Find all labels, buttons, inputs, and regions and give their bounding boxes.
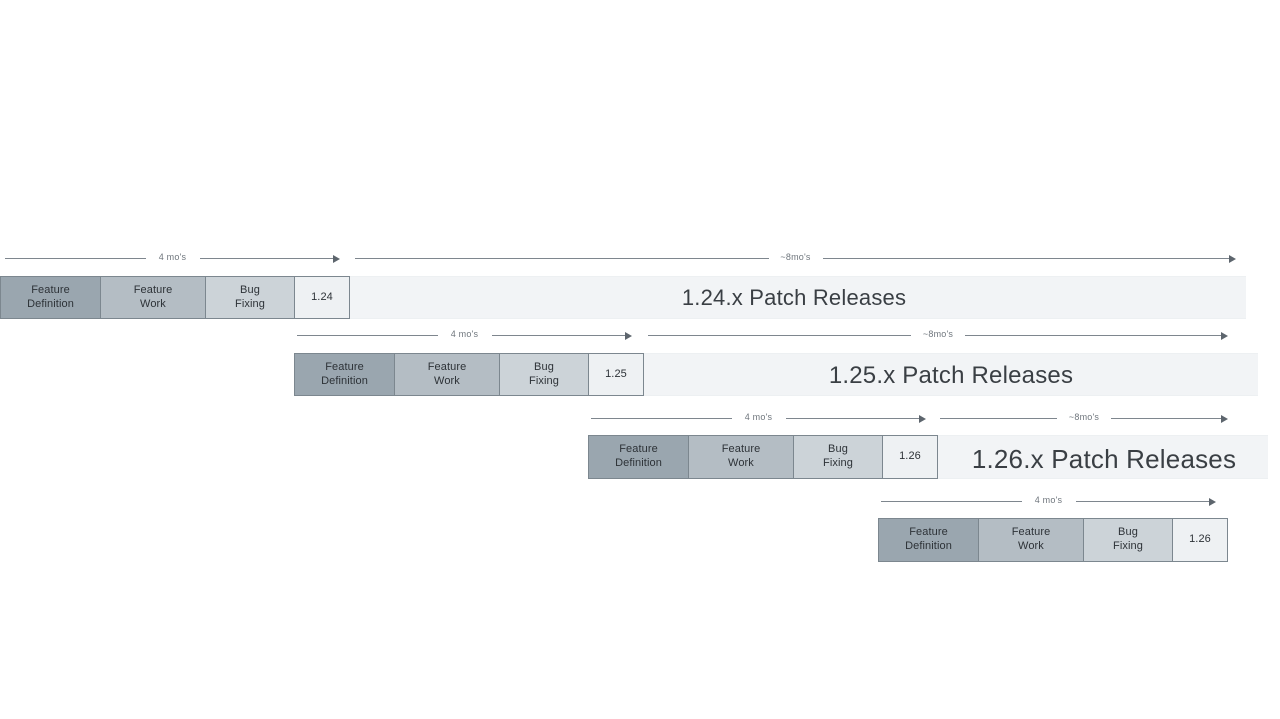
phase-box-label-line1: 1.26 bbox=[899, 450, 921, 463]
patch-duration-measure-1.26-line-left bbox=[940, 418, 1057, 419]
dev-duration-measure-1.25-line-left bbox=[297, 335, 438, 336]
phase-box-label-line1: Feature bbox=[325, 360, 364, 373]
phase-box-label-line1: Feature bbox=[909, 526, 948, 539]
patch-release-label-1.26: 1.26.x Patch Releases bbox=[971, 444, 1237, 474]
phase-box-label-line1: Feature bbox=[427, 360, 467, 373]
dev-duration-measure-1.24-label: 4 mo's bbox=[158, 252, 187, 262]
patch-duration-measure-1.24-line-left bbox=[355, 258, 769, 259]
dev-duration-measure-1.25-arrowhead-icon bbox=[625, 331, 632, 340]
patch-duration-measure-1.24: ~8mo's bbox=[355, 251, 1236, 267]
phase-box-label-line2: Fixing bbox=[1113, 540, 1143, 552]
patch-release-label-1.24: 1.24.x Patch Releases bbox=[681, 284, 907, 310]
phase-box-label-line1: Bug bbox=[240, 283, 260, 296]
phase-box-label-line2: Work bbox=[140, 297, 166, 310]
patch-duration-measure-1.26-arrowhead-icon bbox=[1221, 414, 1228, 423]
dev-duration-measure-1.26-label: 4 mo's bbox=[744, 412, 773, 422]
dev-duration-measure-1.26-line-left bbox=[881, 501, 1022, 502]
dev-duration-measure-1.25: 4 mo's bbox=[297, 328, 632, 344]
phase-box-version-1.24[interactable]: 1.24 bbox=[294, 276, 350, 319]
patch-duration-measure-1.26-label: ~8mo's bbox=[1068, 412, 1100, 422]
phase-box-label-line1: Feature bbox=[31, 283, 70, 296]
phase-box-label-line2: Definition bbox=[27, 297, 74, 310]
phase-box-label-line1: Bug bbox=[1118, 526, 1138, 539]
phase-box-label-line1: Feature bbox=[1011, 526, 1051, 539]
patch-duration-measure-1.24-arrowhead-icon bbox=[1229, 254, 1236, 263]
phase-box-label-line1: 1.24 bbox=[311, 290, 333, 303]
dev-duration-measure-1.26-line-right bbox=[785, 418, 919, 419]
dev-duration-measure-1.24: 4 mo's bbox=[5, 251, 340, 267]
patch-duration-measure-1.24-line-right bbox=[822, 258, 1229, 259]
dev-duration-measure-1.26-arrowhead-icon bbox=[919, 414, 926, 423]
dev-duration-measure-1.24-line-right bbox=[199, 258, 333, 259]
patch-duration-measure-1.25-line-right bbox=[965, 335, 1221, 336]
patch-duration-measure-1.25-line-left bbox=[648, 335, 911, 336]
dev-duration-measure-1.24-line-left bbox=[5, 258, 146, 259]
phase-box-label-line2: Fixing bbox=[529, 374, 559, 387]
patch-duration-measure-1.26: ~8mo's bbox=[940, 411, 1228, 427]
phase-box-label-line2: Definition bbox=[905, 540, 952, 552]
phase-box-label-line1: Feature bbox=[721, 443, 761, 456]
phase-box-label-line2: Work bbox=[728, 457, 754, 469]
dev-duration-measure-1.26-line-right bbox=[1075, 501, 1209, 502]
phase-box-label-line1: 1.25 bbox=[605, 367, 627, 380]
patch-release-label-1.25: 1.25.x Patch Releases bbox=[828, 361, 1074, 389]
phase-box-version-1.26[interactable]: 1.26 bbox=[1172, 518, 1228, 562]
phase-box-label-line1: Bug bbox=[828, 443, 848, 456]
phase-box-version-1.25[interactable]: 1.25 bbox=[588, 353, 644, 396]
phase-box-label-line2: Definition bbox=[321, 374, 368, 387]
dev-duration-measure-1.24-arrowhead-icon bbox=[333, 254, 340, 263]
phase-box-label-line1: Feature bbox=[133, 283, 173, 296]
patch-duration-measure-1.25-label: ~8mo's bbox=[922, 329, 954, 339]
phase-box-label-line2: Fixing bbox=[823, 457, 853, 469]
phase-box-label-line1: Feature bbox=[619, 443, 658, 456]
phase-box-label-line2: Work bbox=[434, 374, 460, 387]
dev-duration-measure-1.26-label: 4 mo's bbox=[1034, 495, 1063, 505]
patch-duration-measure-1.25: ~8mo's bbox=[648, 328, 1228, 344]
patch-duration-measure-1.24-label: ~8mo's bbox=[780, 252, 811, 262]
dev-duration-measure-1.25-label: 4 mo's bbox=[450, 329, 479, 339]
phase-box-version-1.26[interactable]: 1.26 bbox=[882, 435, 938, 479]
phase-box-label-line2: Work bbox=[1018, 540, 1044, 552]
dev-duration-measure-1.26-line-left bbox=[591, 418, 732, 419]
dev-duration-measure-1.25-line-right bbox=[491, 335, 625, 336]
dev-duration-measure-1.26: 4 mo's bbox=[881, 494, 1216, 510]
patch-duration-measure-1.26-line-right bbox=[1111, 418, 1221, 419]
patch-duration-measure-1.25-arrowhead-icon bbox=[1221, 331, 1228, 340]
phase-box-label-line2: Definition bbox=[615, 457, 662, 469]
phase-box-label-line2: Fixing bbox=[235, 297, 265, 310]
dev-duration-measure-1.26: 4 mo's bbox=[591, 411, 926, 427]
dev-duration-measure-1.26-arrowhead-icon bbox=[1209, 497, 1216, 506]
phase-box-label-line1: 1.26 bbox=[1189, 533, 1211, 546]
phase-box-label-line1: Bug bbox=[534, 360, 554, 373]
